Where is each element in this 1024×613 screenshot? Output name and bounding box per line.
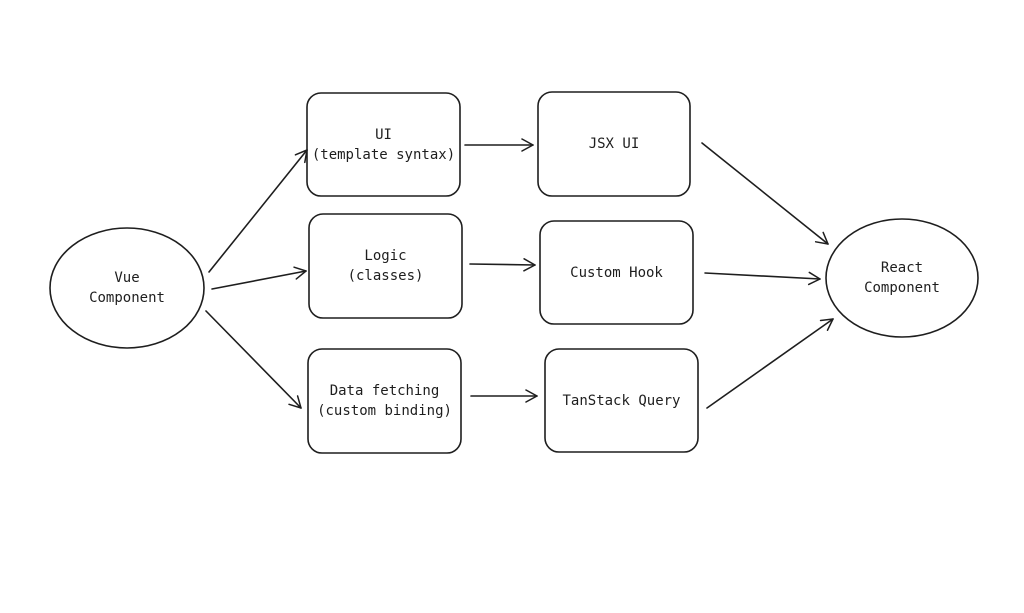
arrow-tanstack-to-react (706, 318, 834, 409)
logic-classes-label: Logic (classes) (309, 214, 462, 318)
custom-hook-node (539, 220, 694, 325)
data-fetching-label: Data fetching (custom binding) (308, 349, 461, 453)
tanstack-query-node (544, 348, 699, 453)
custom-hook-label: Custom Hook (540, 221, 693, 324)
arrow-vue-to-logic (211, 266, 307, 290)
ui-template-line-1: UI (375, 126, 392, 143)
data-fetching-node (307, 348, 462, 454)
logic-classes-line-1: Logic (364, 248, 407, 264)
ui-template-node (306, 92, 461, 197)
vue-component-line-2: Component (89, 290, 165, 306)
arrow-vue-to-data (205, 310, 302, 409)
tanstack-query-line-1: TanStack Query (562, 392, 681, 409)
arrow-vue-to-ui (208, 149, 308, 273)
arrow-hook-to-react (704, 271, 821, 286)
vue-component-line-1: Vue (114, 270, 140, 286)
vue-component-label: Vue Component (50, 228, 204, 348)
vue-component-node (49, 227, 205, 349)
jsx-ui-line-1: JSX UI (588, 136, 640, 152)
ui-template-line-2: (template syntax) (311, 146, 456, 163)
arrow-jsx-to-react (701, 142, 829, 245)
data-fetching-line-2: (custom binding) (317, 403, 452, 419)
react-component-label: React Component (826, 219, 978, 337)
react-component-line-2: Component (864, 280, 940, 296)
react-component-node (825, 218, 979, 338)
jsx-ui-label: JSX UI (538, 92, 690, 196)
logic-classes-node (308, 213, 463, 319)
tanstack-query-label: TanStack Query (545, 349, 698, 452)
logic-classes-line-2: (classes) (347, 268, 424, 284)
ui-template-label: UI (template syntax) (307, 93, 460, 196)
arrow-logic-to-hook (469, 258, 536, 272)
custom-hook-line-1: Custom Hook (570, 264, 663, 281)
jsx-ui-node (537, 91, 691, 197)
react-component-line-1: React (880, 260, 924, 276)
data-fetching-line-1: Data fetching (329, 383, 440, 399)
